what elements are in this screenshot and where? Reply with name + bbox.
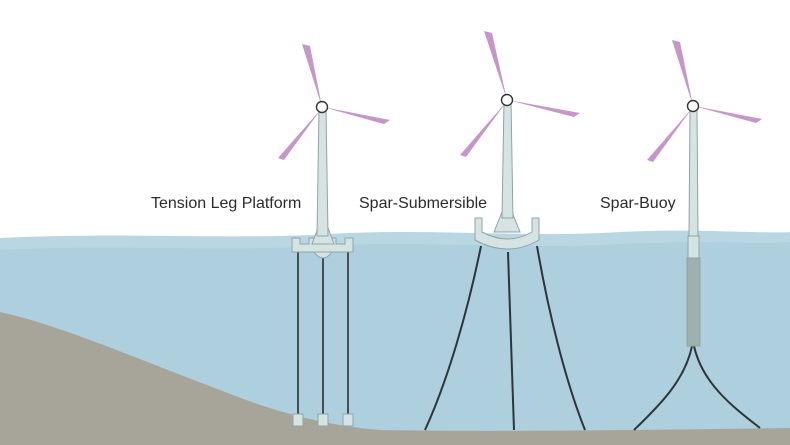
spar-submersible-platform — [474, 211, 540, 250]
tlp-blade-left — [278, 108, 322, 160]
semi-sub-blade-right — [508, 100, 580, 117]
semi-sub-tower — [501, 100, 514, 219]
spar-buoy-turbine — [647, 40, 762, 237]
spar-buoy-column — [686, 257, 701, 347]
spar-buoy-label: Spar-Buoy — [600, 195, 676, 212]
spar-submersible-moorings — [424, 245, 586, 431]
spar-buoy-float — [686, 235, 701, 347]
spar-buoy-hub — [686, 99, 700, 113]
anchor-block — [317, 413, 329, 427]
semi-sub-hub — [500, 93, 514, 107]
semi-sub-blade-up — [484, 31, 507, 100]
spar-buoy-tower — [688, 106, 699, 237]
anchor-block — [342, 413, 354, 427]
tlp-hub — [315, 100, 329, 114]
tlp-keel — [312, 251, 334, 259]
spar-buoy-blade-up — [672, 40, 693, 106]
tension-leg-platform-tethers — [297, 252, 349, 418]
spar-submersible-label: Spar-Submersible — [359, 195, 488, 212]
spar-buoy-upper — [687, 235, 700, 259]
tlp-blade-right — [323, 107, 390, 124]
spar-buoy-blade-left — [647, 107, 693, 162]
semi-sub-hull — [474, 217, 540, 250]
spar-buoy-moorings — [633, 345, 761, 431]
tension-leg-anchors — [292, 413, 354, 427]
tension-leg-platform-label: Tension Leg Platform — [151, 195, 302, 212]
anchor-block — [292, 413, 304, 427]
semi-sub-blade-left — [460, 101, 507, 157]
spar-buoy-blade-right — [694, 106, 762, 123]
seabed — [0, 312, 790, 445]
tlp-pontoon — [291, 237, 354, 253]
tlp-turbine — [278, 44, 390, 237]
mooring-line — [536, 245, 586, 431]
tlp-tower — [316, 107, 329, 237]
mooring-line — [507, 251, 515, 431]
spar-submersible-turbine — [460, 31, 580, 219]
mooring-line — [693, 345, 761, 429]
mooring-line — [424, 245, 482, 431]
mooring-line — [633, 345, 693, 431]
tlp-blade-up — [302, 44, 322, 107]
